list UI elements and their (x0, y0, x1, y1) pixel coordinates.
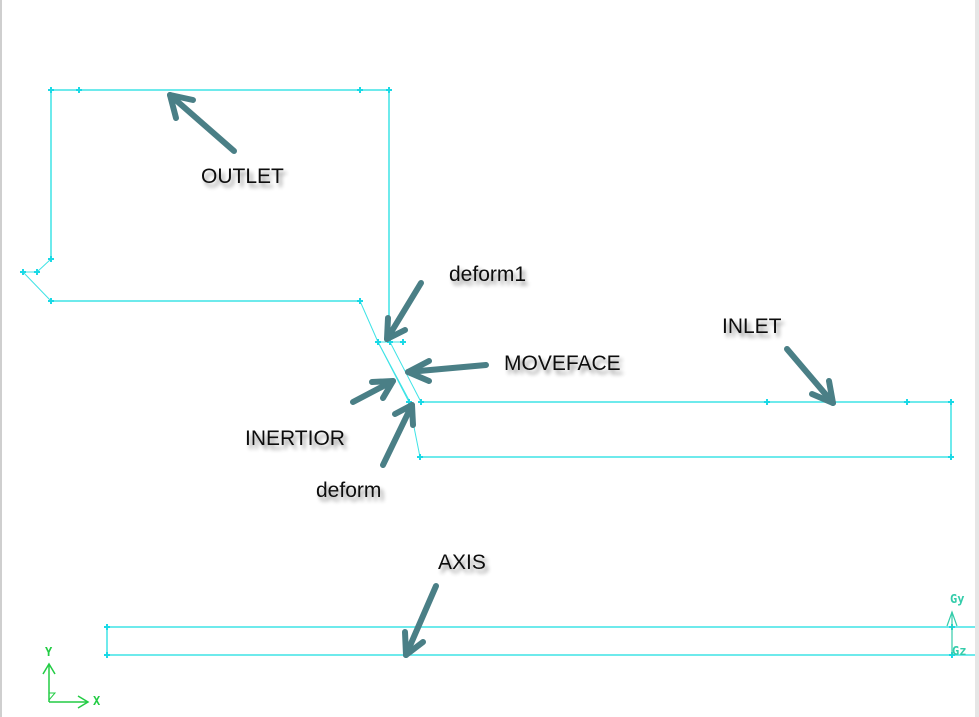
label-inertior: INERTIOR (245, 427, 345, 450)
mesh-vertex-icon[interactable] (386, 87, 392, 93)
edge-chamfer-lower[interactable] (22, 271, 52, 302)
mesh-vertex-icon[interactable] (418, 399, 424, 405)
mesh-vertex-icon[interactable] (400, 339, 406, 345)
label-outlet: OUTLET (201, 165, 284, 188)
label-axis: AXIS (438, 551, 486, 574)
mesh-vertex-icon[interactable] (76, 87, 82, 93)
mesh-vertex-icon[interactable] (417, 454, 423, 460)
arrow-inlet (784, 346, 836, 406)
triad-x-arrowhead-icon (77, 695, 90, 709)
gravity-arrowhead-icon (946, 610, 958, 627)
mesh-vertex-icon[interactable] (764, 399, 770, 405)
viewport-right-border (975, 0, 979, 717)
mesh-vertex-icon[interactable] (904, 399, 910, 405)
arrow-axis (402, 583, 439, 658)
triad-y-label: Y (45, 645, 53, 659)
edge-deform-line[interactable] (377, 341, 411, 403)
arrow-deform (380, 402, 416, 468)
gravity-indicator (946, 610, 958, 655)
arrow-deform1 (384, 280, 424, 342)
gravity-gy-label: Gy (950, 592, 964, 606)
mesh-vertex-icon[interactable] (48, 87, 54, 93)
label-deform1: deform1 (449, 263, 526, 286)
mesh-vertex-icon[interactable] (357, 298, 363, 304)
label-deform: deform (316, 479, 381, 502)
triad-x-label: X (93, 694, 101, 708)
mesh-vertex-icon[interactable] (104, 624, 110, 630)
mesh-vertex-icon[interactable] (357, 87, 363, 93)
coordinate-triad (42, 662, 90, 709)
mesh-edges (22, 89, 975, 656)
gravity-gz-label: Gz (952, 644, 966, 658)
mesh-vertex-icon[interactable] (20, 269, 26, 275)
mesh-vertex-icon[interactable] (34, 269, 40, 275)
mesh-vertex-icon[interactable] (948, 399, 954, 405)
triad-z-glyph-icon (48, 692, 57, 701)
mesh-vertex-icon[interactable] (48, 298, 54, 304)
arrow-moveface (405, 358, 489, 384)
arrow-outlet (167, 92, 237, 154)
mesh-vertex-icon[interactable] (948, 454, 954, 460)
arrow-inertior (350, 378, 396, 405)
viewport-left-border (0, 0, 2, 717)
triad-y-arrowhead-icon (42, 662, 56, 675)
mesh-vertex-icon[interactable] (104, 652, 110, 658)
label-inlet: INLET (722, 315, 782, 338)
mesh-vertices (20, 87, 955, 658)
mesh-vertex-icon[interactable] (48, 256, 54, 262)
annotation-arrows (167, 92, 836, 658)
label-moveface: MOVEFACE (504, 352, 621, 375)
mesh-vertex-icon[interactable] (375, 339, 381, 345)
